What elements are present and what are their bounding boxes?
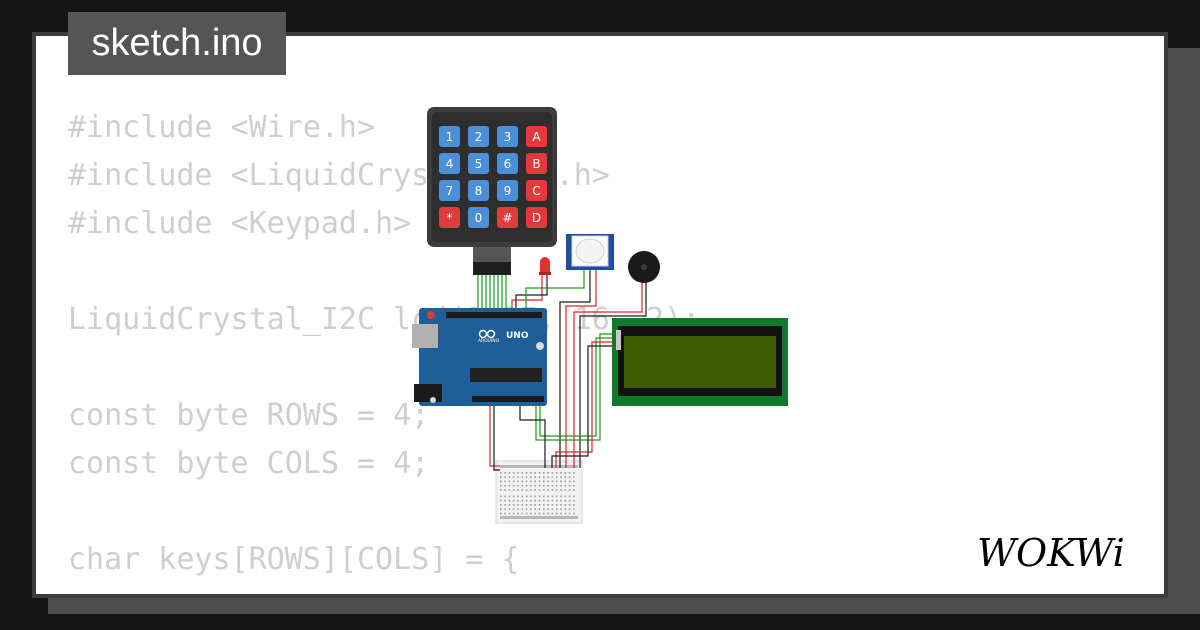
keypad-key[interactable]: * (439, 207, 460, 228)
pir-sensor[interactable] (566, 234, 614, 270)
arduino-uno-board[interactable]: ARDUINO UNO (412, 308, 547, 406)
red-led[interactable] (539, 257, 551, 275)
keypad-key-label: A (532, 130, 541, 144)
keypad-key[interactable]: 5 (468, 153, 489, 174)
breadboard[interactable] (495, 460, 583, 524)
keypad-key[interactable]: B (526, 153, 547, 174)
keypad-key[interactable]: 0 (468, 207, 489, 228)
keypad-key-label: * (447, 211, 453, 225)
code-line: #include <Keypad.h> (68, 206, 412, 241)
code-line: char keys[ROWS][COLS] = { (68, 542, 520, 577)
sketch-filename-tab[interactable]: sketch.ino (68, 12, 286, 75)
keypad-key[interactable]: 6 (497, 153, 518, 174)
keypad-key-label: 3 (504, 130, 512, 144)
keypad-key-label: 7 (446, 184, 454, 198)
keypad-key[interactable]: 3 (497, 126, 518, 147)
keypad-key-label: C (532, 184, 540, 198)
code-line: const byte COLS = 4; (68, 446, 430, 481)
keypad-key-label: 8 (475, 184, 483, 198)
keypad-key-label: 6 (504, 157, 512, 171)
keypad-key[interactable]: C (526, 180, 547, 201)
preview-card: #include <Wire.h>#include <LiquidCrystal… (32, 32, 1168, 598)
keypad-key[interactable]: 8 (468, 180, 489, 201)
keypad-key[interactable]: 1 (439, 126, 460, 147)
keypad-key-label: 2 (475, 130, 483, 144)
card-body: #include <Wire.h>#include <LiquidCrystal… (36, 36, 1164, 594)
wokwi-logo[interactable]: WOKWi (975, 526, 1155, 578)
keypad-key[interactable]: A (526, 126, 547, 147)
keypad-key-label: # (502, 211, 512, 225)
lcd-16x2-display[interactable] (612, 318, 788, 406)
arduino-model-label: UNO (506, 331, 529, 341)
keypad-key-label: 9 (504, 184, 512, 198)
keypad-key[interactable]: 2 (468, 126, 489, 147)
keypad-key-label: B (532, 157, 540, 171)
wokwi-logo-text: WOKWi (977, 531, 1125, 575)
keypad-4x4[interactable]: 1 2 3 A 4 5 6 B 7 8 9 C * 0 # D (427, 107, 557, 275)
code-line: #include <Wire.h> (68, 110, 376, 145)
keypad-key[interactable]: 9 (497, 180, 518, 201)
keypad-key[interactable]: 7 (439, 180, 460, 201)
keypad-key-label: 5 (475, 157, 483, 171)
keypad-key-label: 1 (446, 130, 454, 144)
code-line: {'1','2','3','A'}, (68, 584, 700, 594)
arduino-logo-icon (478, 329, 496, 339)
keypad-key-label: 4 (446, 157, 454, 171)
code-listing: #include <Wire.h>#include <LiquidCrystal… (68, 104, 700, 594)
code-line: const byte ROWS = 4; (68, 398, 430, 433)
keypad-key[interactable]: 4 (439, 153, 460, 174)
keypad-key-label: 0 (475, 211, 483, 225)
buzzer[interactable] (628, 251, 660, 283)
keypad-key-label: D (532, 211, 541, 225)
keypad-key[interactable]: # (497, 207, 518, 228)
keypad-key[interactable]: D (526, 207, 547, 228)
arduino-brand-label: ARDUINO (478, 338, 500, 344)
